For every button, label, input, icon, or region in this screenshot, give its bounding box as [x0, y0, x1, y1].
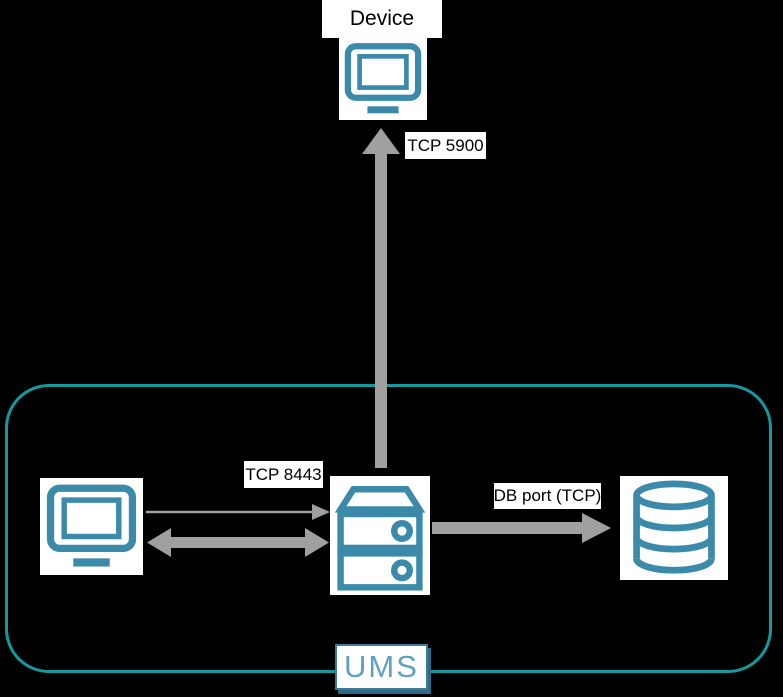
arrow-server-to-device: [362, 128, 400, 468]
database-node: [620, 476, 728, 580]
console-node: [40, 478, 143, 575]
ums-label: UMS: [335, 644, 428, 690]
tcp-5900-label: TCP 5900: [405, 132, 486, 159]
server-icon: [334, 485, 426, 591]
database-icon: [633, 480, 715, 574]
device-node: [339, 38, 427, 120]
tcp-8443-label: TCP 8443: [244, 461, 323, 488]
monitor-icon: [46, 484, 137, 567]
arrow-server-to-database: [432, 513, 611, 543]
arrow-console-server-bidirectional: [147, 528, 329, 557]
db-port-label: DB port (TCP): [494, 483, 601, 509]
arrow-console-to-server: [146, 504, 330, 520]
device-label: Device: [322, 0, 442, 38]
monitor-icon: [344, 43, 422, 114]
server-node: [330, 476, 430, 595]
